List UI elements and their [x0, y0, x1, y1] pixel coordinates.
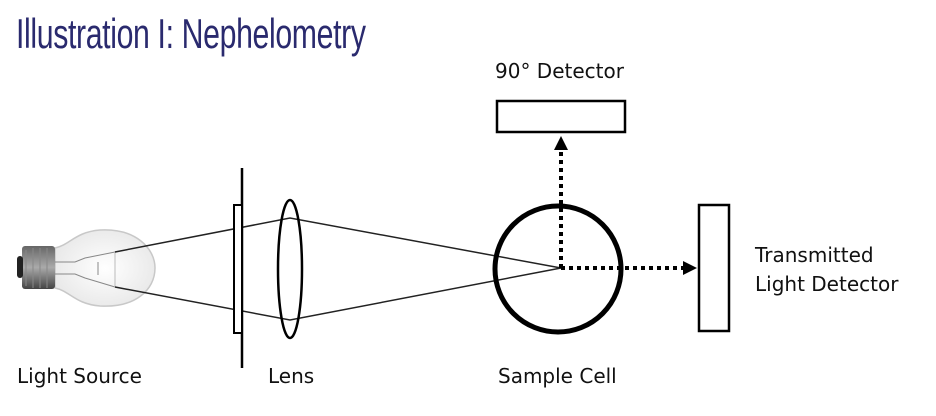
- light-rays: [114, 217, 562, 321]
- light-source-label: Light Source: [17, 364, 142, 388]
- aperture-slit: [233, 168, 244, 368]
- detector-90-label: 90° Detector: [495, 59, 624, 83]
- detector-90-box: [495, 99, 627, 134]
- lens-label: Lens: [268, 364, 315, 388]
- scatter-arrow-up: [554, 136, 568, 268]
- lens-shape: [276, 198, 304, 340]
- transmitted-label-line1: Transmitted: [755, 243, 874, 267]
- sample-cell-label: Sample Cell: [498, 364, 617, 388]
- transmitted-detector-box: [697, 203, 731, 333]
- transmitted-label-line2: Light Detector: [755, 272, 899, 296]
- transmitted-arrow-right: [561, 261, 697, 275]
- diagram-title: Illustration I: Nephelometry: [16, 10, 366, 57]
- light-bulb-icon: [17, 229, 156, 307]
